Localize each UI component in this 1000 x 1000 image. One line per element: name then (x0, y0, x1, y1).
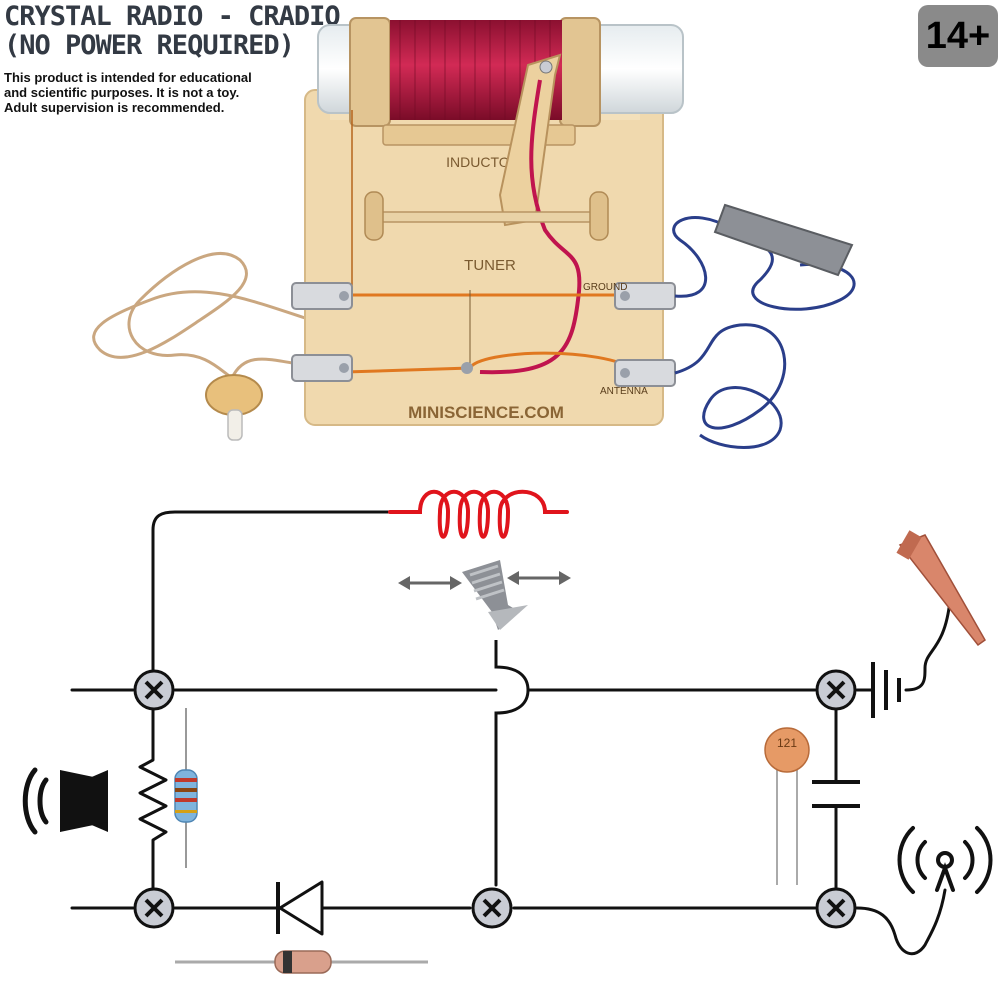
resistor-component-icon (174, 708, 198, 868)
capacitor-code: 121 (777, 736, 797, 750)
terminal-clips (291, 282, 676, 387)
title-line-1: CRYSTAL RADIO - CRADIO (4, 1, 341, 32)
tuner-label: TUNER (464, 257, 516, 274)
earphone-cord (92, 252, 306, 380)
ground-rod-icon (896, 530, 986, 647)
ground-symbol (871, 662, 901, 718)
double-arrow-left-icon (398, 576, 462, 590)
ceramic-capacitor-icon: 121 (764, 727, 810, 885)
kit-board-photo: INDUCTOR TUNER GROUND ANTENNA MINISCIENC… (92, 17, 856, 449)
wire-antenna-branch (855, 888, 947, 956)
product-title: CRYSTAL RADIO - CRADIO (NO POWER REQUIRE… (4, 1, 341, 61)
circuit-schematic (70, 510, 952, 956)
brand-label: MINISCIENCE.COM (408, 403, 564, 422)
speaker-icon (22, 767, 108, 835)
disclaimer-text: This product is intended for educational… (4, 70, 252, 115)
antenna-label: ANTENNA (600, 386, 648, 397)
screw-terminal (815, 669, 857, 711)
wire-jumper-arc (496, 677, 526, 704)
screw-terminal (471, 887, 513, 929)
inductor-label: INDUCTOR (446, 154, 520, 170)
tuner-screw-icon (462, 560, 528, 658)
alligator-clip-icon (713, 203, 854, 277)
double-arrow-right-icon (507, 571, 571, 585)
screw-terminal (133, 669, 175, 711)
antenna-icon (897, 826, 993, 894)
screw-terminal (133, 887, 175, 929)
resistor-symbol (138, 745, 168, 848)
wire-top (151, 510, 392, 675)
capacitor-symbol (812, 780, 860, 808)
title-line-2: (NO POWER REQUIRED) (4, 30, 295, 61)
earphone-icon (205, 374, 263, 441)
screw-terminal (815, 887, 857, 929)
age-badge: 14+ (918, 5, 998, 67)
ground-label: GROUND (583, 282, 627, 293)
inductor-symbol (388, 489, 569, 539)
antenna-cable (674, 323, 787, 449)
diode-symbol (270, 880, 324, 936)
diode-component-icon (175, 950, 428, 974)
